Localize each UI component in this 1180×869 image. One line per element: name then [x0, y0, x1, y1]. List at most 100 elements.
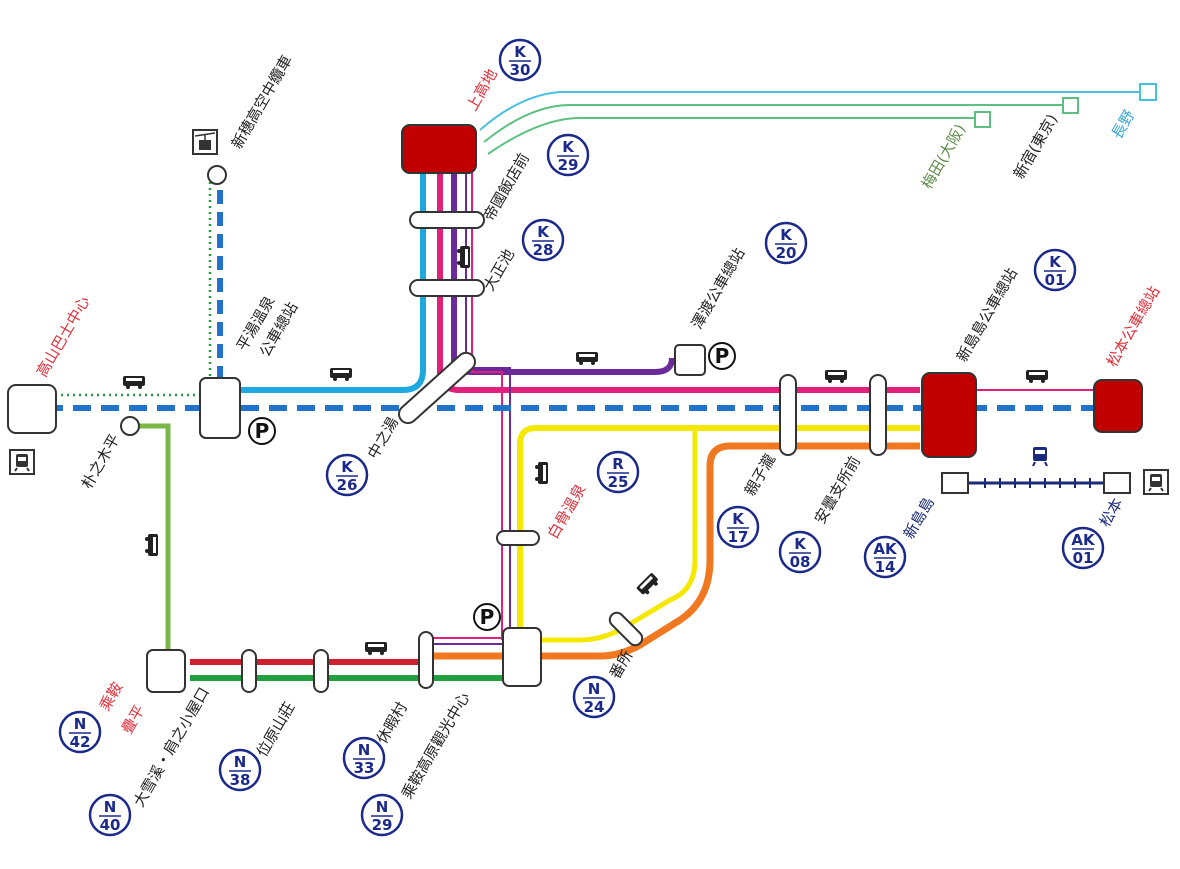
- daisekkei-pill[interactable]: [241, 649, 257, 693]
- code-badge-k20: K20: [764, 221, 808, 265]
- svg-text:K: K: [514, 43, 527, 61]
- shirahone-label: 白骨溫泉: [544, 481, 590, 542]
- svg-text:AK: AK: [1071, 531, 1096, 549]
- bus-icon: [123, 376, 145, 389]
- tatamidaira-label-line2: 疊平: [118, 702, 149, 737]
- svg-text:29: 29: [372, 816, 393, 834]
- nagano-terminal[interactable]: [1139, 83, 1157, 101]
- svg-text:N: N: [588, 680, 601, 698]
- svg-text:20: 20: [776, 244, 797, 262]
- code-badge-k26: K26: [325, 453, 369, 497]
- hoonoki-label: 朴之木平: [78, 431, 124, 492]
- svg-text:N: N: [358, 741, 371, 759]
- annou-label: 安曇支所前: [811, 453, 864, 527]
- bus-icon: [330, 368, 352, 381]
- bus-icon: [576, 352, 598, 365]
- shirahone-line: [517, 425, 920, 640]
- tatamidaira-label-line1: 乘鞍: [96, 679, 127, 714]
- umeda-label: 梅田(大阪): [918, 121, 969, 192]
- code-badge-n38: N38: [218, 748, 262, 792]
- shinhotaka-station[interactable]: [207, 165, 227, 185]
- shinshimashima-bus-terminal[interactable]: [921, 372, 977, 458]
- svg-text:33: 33: [354, 759, 375, 777]
- svg-text:N: N: [376, 798, 389, 816]
- svg-text:14: 14: [875, 558, 896, 576]
- code-badge-n33: N33: [342, 736, 386, 780]
- oyashirazu-pill[interactable]: [779, 374, 797, 456]
- svg-text:25: 25: [608, 473, 629, 491]
- svg-text:AK: AK: [873, 540, 898, 558]
- daisekkei-label: 大雪溪・肩之小屋口: [130, 684, 213, 810]
- code-badge-k08: K08: [778, 530, 822, 574]
- bus-icon: [1026, 370, 1048, 383]
- svg-text:08: 08: [790, 553, 811, 571]
- matsumoto-bus-label: 松本公車總站: [1103, 283, 1164, 370]
- code-badge-k29: K29: [546, 133, 590, 177]
- shirahone-pill[interactable]: [496, 530, 540, 546]
- kyukamura-pill[interactable]: [418, 631, 434, 689]
- train-icon: [9, 449, 35, 475]
- parking-icon: P: [248, 417, 276, 445]
- kamikochi-thin-purple: [465, 170, 511, 640]
- svg-text:K: K: [341, 458, 354, 476]
- taisho-pill[interactable]: [409, 279, 485, 297]
- svg-text:17: 17: [728, 528, 749, 546]
- kuraihara-pill[interactable]: [313, 649, 329, 693]
- matsumoto-bus-terminal[interactable]: [1093, 379, 1143, 433]
- svg-text:42: 42: [70, 733, 91, 751]
- svg-text:R: R: [612, 455, 624, 473]
- hirayu-station[interactable]: [199, 377, 241, 439]
- svg-text:26: 26: [337, 476, 358, 494]
- bus-icon: [365, 642, 387, 655]
- tatamidaira-station[interactable]: [146, 649, 186, 693]
- orange-line: [420, 442, 920, 660]
- svg-text:28: 28: [533, 241, 554, 259]
- parking-icon: P: [708, 342, 736, 370]
- kuraihara-label: 位原山莊: [253, 699, 299, 760]
- svg-text:K: K: [732, 510, 745, 528]
- taisho-label: 大正池: [480, 246, 518, 294]
- hirayu-green-line: [135, 423, 171, 650]
- code-badge-n42: N42: [58, 710, 102, 754]
- takayama-station[interactable]: [7, 384, 57, 434]
- svg-text:N: N: [234, 753, 247, 771]
- nakanoyu-label: 中之湯: [364, 414, 402, 462]
- nakanoyu-pill[interactable]: [395, 349, 478, 427]
- rail-ticks: [984, 478, 1091, 488]
- svg-text:N: N: [104, 798, 117, 816]
- svg-text:29: 29: [558, 156, 579, 174]
- code-badge-k30: K30: [498, 38, 542, 82]
- bus-icon: [457, 246, 470, 268]
- shinjuku-terminal[interactable]: [1062, 97, 1079, 114]
- kyukamura-label: 休暇村: [373, 699, 411, 747]
- shinjuku-label: 新宿(東京): [1010, 111, 1061, 182]
- code-badge-r25: R25: [596, 450, 640, 494]
- matsumoto-rail-station[interactable]: [1103, 472, 1131, 494]
- annou-pill[interactable]: [869, 374, 887, 456]
- sawando-station[interactable]: [674, 344, 706, 376]
- code-badge-n24: N24: [572, 675, 616, 719]
- bandokoro-pill[interactable]: [607, 610, 645, 648]
- svg-text:K: K: [537, 223, 550, 241]
- svg-text:24: 24: [584, 698, 605, 716]
- svg-text:40: 40: [100, 816, 121, 834]
- svg-text:01: 01: [1045, 271, 1066, 289]
- code-badge-k17: K17: [716, 505, 760, 549]
- svg-text:38: 38: [230, 771, 251, 789]
- svg-text:P: P: [480, 605, 495, 629]
- teikoku-pill[interactable]: [409, 211, 485, 229]
- kamikochi-terminal[interactable]: [401, 124, 477, 174]
- svg-text:01: 01: [1073, 549, 1094, 567]
- svg-text:N: N: [74, 715, 87, 733]
- shinshimashima-rail-station[interactable]: [941, 472, 969, 494]
- svg-text:K: K: [562, 138, 575, 156]
- norikura-kogen-station[interactable]: [502, 627, 542, 687]
- umeda-terminal[interactable]: [974, 111, 991, 128]
- sawando-label: 澤渡公車總站: [688, 245, 749, 332]
- train-icon: [1143, 469, 1169, 495]
- hoonoki-station[interactable]: [120, 416, 140, 436]
- kamikochi-label: 上高地: [463, 66, 501, 114]
- kamikochi-thin-magenta: [471, 170, 503, 640]
